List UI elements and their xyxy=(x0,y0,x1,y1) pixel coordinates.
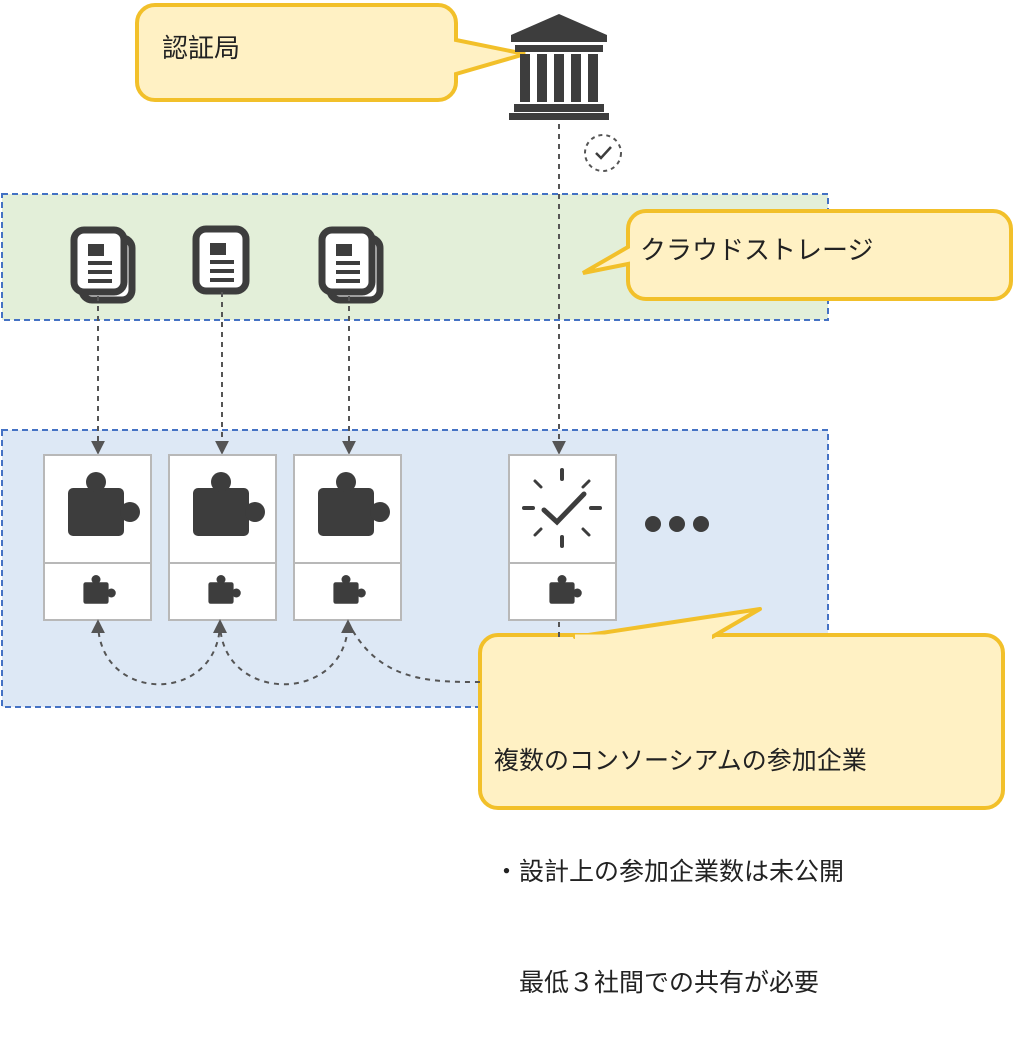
consortium-description: 複数のコンソーシアムの参加企業 ・設計上の参加企業数は未公開 最低３社間での共有… xyxy=(494,668,867,1038)
consortium-callout xyxy=(478,607,1005,810)
cloud-storage-callout xyxy=(581,209,1013,301)
diagram-canvas xyxy=(1,3,1013,810)
consortium-note-1: ・設計上の参加企業数は未公開 xyxy=(494,857,845,886)
bank-building-icon xyxy=(509,14,609,120)
document-icon-2 xyxy=(196,229,246,291)
block-3 xyxy=(293,454,402,621)
document-stack-icon-1 xyxy=(74,230,132,300)
connector-clock-icon xyxy=(584,134,622,172)
consortium-blocks xyxy=(43,454,709,621)
consortium-note-2: 最低３社間での共有が必要 xyxy=(494,968,820,997)
document-connectors xyxy=(91,124,566,455)
block-4 xyxy=(508,454,617,621)
document-stack-icon-3 xyxy=(322,230,380,300)
consortium-title: 複数のコンソーシアムの参加企業 xyxy=(494,746,867,775)
cloud-storage-label: クラウドストレージ xyxy=(640,236,874,266)
sharing-connectors xyxy=(91,619,560,686)
block-4-clock-icon xyxy=(522,468,602,548)
certificate-authority-callout xyxy=(135,3,526,102)
block-1 xyxy=(43,454,152,621)
certificate-authority-label: 認証局 xyxy=(162,34,241,64)
ellipsis-icon xyxy=(645,516,709,532)
block-2 xyxy=(168,454,277,621)
